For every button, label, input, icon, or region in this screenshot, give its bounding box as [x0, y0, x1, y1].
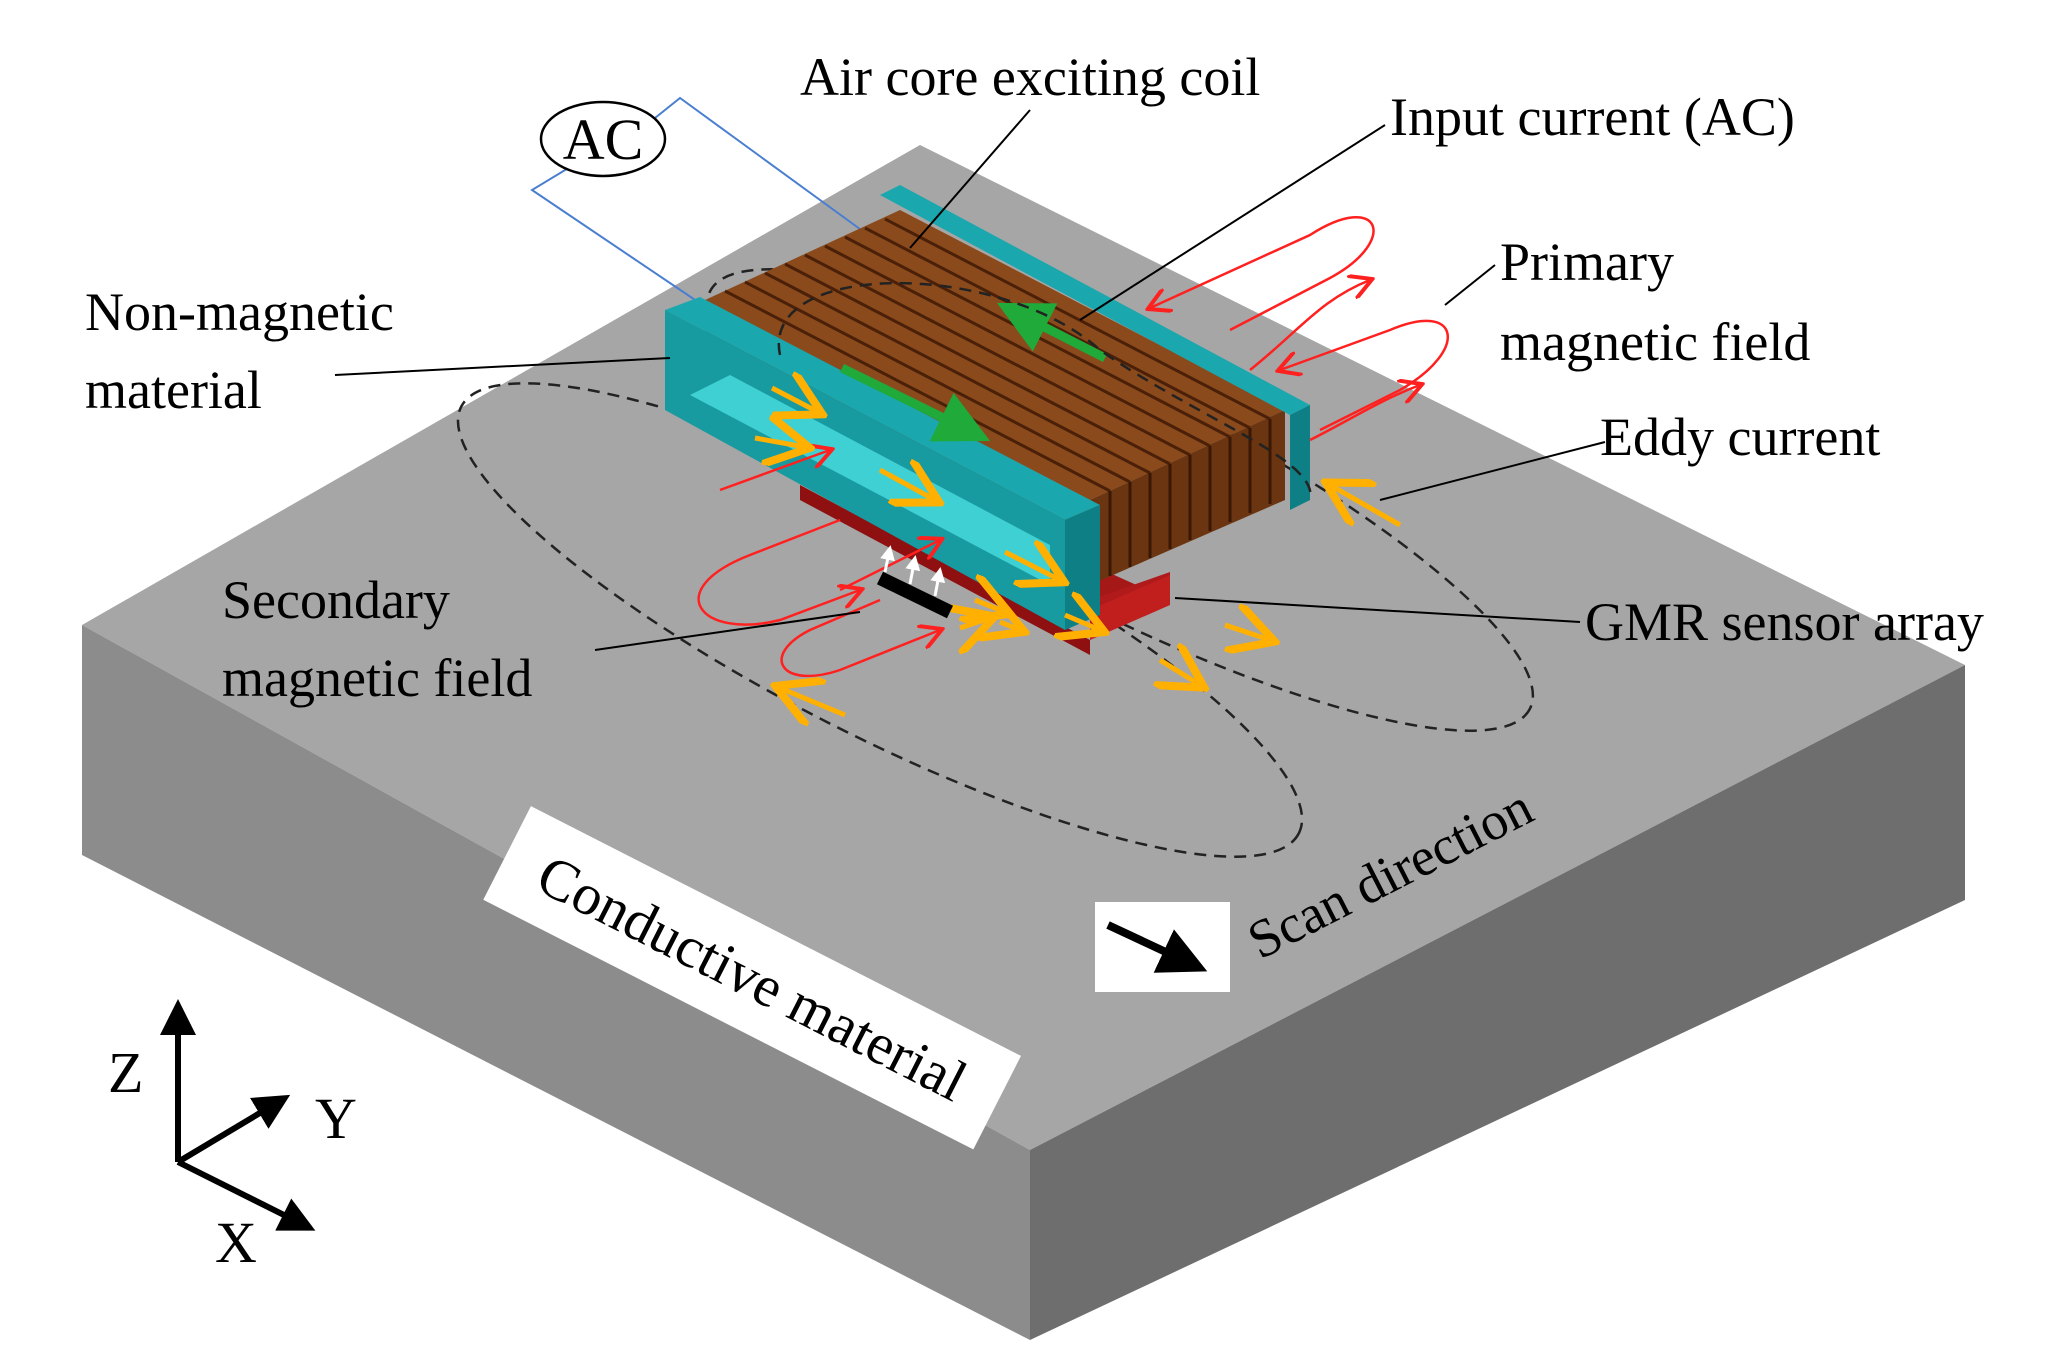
- sensor-field-arrow: [880, 545, 895, 573]
- y-axis-arrow: [176, 1094, 291, 1165]
- eddy-arrow: [1000, 622, 1020, 630]
- label-input-current: Input current (AC): [1390, 87, 1795, 147]
- ac-source-circle: [539, 100, 667, 178]
- ac-source: AC: [530, 96, 876, 311]
- eddy-arrow: [1225, 625, 1270, 640]
- label-non-magnetic-line2: material: [85, 360, 262, 420]
- y-axis-label: Y: [315, 1086, 357, 1151]
- plate-left-face: [82, 625, 1030, 1340]
- conductive-material-box: [483, 806, 1021, 1150]
- eddy-arrow: [1065, 615, 1100, 630]
- eddy-arrow: [1330, 485, 1402, 528]
- x-axis-arrow: [176, 1159, 316, 1231]
- leader-primary-field: [1444, 264, 1496, 306]
- leader-input-current: [1079, 124, 1386, 321]
- scan-direction-arrow-icon: [1106, 921, 1208, 973]
- label-primary-field-line2: magnetic field: [1500, 312, 1810, 372]
- label-secondary-field-line2: magnetic field: [222, 648, 532, 708]
- eddy-arrow: [780, 688, 846, 715]
- eddy-loop-over-coil: [777, 281, 1312, 501]
- secondary-field-loop: [697, 518, 860, 626]
- conductive-plate: [82, 145, 1965, 1340]
- label-gmr-sensor: GMR sensor array: [1585, 592, 1984, 652]
- leader-gmr-sensor: [1174, 597, 1581, 623]
- leader-lines: [334, 109, 1606, 651]
- coil-front-stripes: [1108, 419, 1272, 576]
- scan-direction-indicator: [1095, 902, 1230, 992]
- leader-air-core-coil: [909, 109, 1031, 249]
- front-plate-edge: [1065, 505, 1100, 630]
- eddy-arrow: [878, 470, 935, 500]
- label-eddy-current: Eddy current: [1600, 407, 1880, 467]
- label-secondary-field-line1: Secondary: [222, 570, 450, 630]
- back-plate-front: [1290, 405, 1310, 510]
- leader-eddy-current: [1379, 441, 1606, 501]
- plate-right-face: [1030, 665, 1965, 1340]
- x-axis-label: X: [215, 1210, 257, 1275]
- secondary-field-loop: [839, 540, 940, 592]
- leader-non-magnetic: [334, 357, 671, 376]
- label-air-core-coil: Air core exciting coil: [800, 47, 1260, 107]
- coil-windings: [724, 217, 1271, 493]
- secondary-field-loop: [780, 598, 940, 678]
- primary-field-arrow: [1150, 215, 1375, 332]
- eddy-arrow: [770, 388, 818, 412]
- leader-secondary-field: [594, 611, 861, 651]
- input-current-arrow-back: [996, 302, 1108, 363]
- eddy-arrow: [1160, 660, 1200, 685]
- front-plate-face: [665, 297, 1100, 520]
- back-plate-face: [880, 185, 1310, 415]
- axis-triad: Z Y X: [108, 999, 357, 1275]
- label-non-magnetic-line1: Non-magnetic: [85, 282, 394, 342]
- eddy-arrow: [754, 438, 805, 447]
- plate-top-face: [82, 145, 1965, 1150]
- input-current-arrows: [840, 302, 1108, 442]
- input-current-arrow-front: [840, 363, 991, 442]
- eddy-arrow: [960, 618, 990, 628]
- primary-field-arrow: [1309, 385, 1420, 442]
- eddy-arrow: [1003, 552, 1060, 580]
- sensor-field-arrow: [905, 555, 921, 585]
- sensor-field-arrow: [930, 567, 946, 597]
- coil-front-face: [1090, 410, 1285, 585]
- primary-field-arrow: [1249, 280, 1370, 371]
- label-primary-field-line1: Primary: [1500, 232, 1674, 292]
- eddy-current-arrows: [754, 388, 1402, 715]
- gmr-sensor: [876, 545, 954, 619]
- z-axis-label: Z: [108, 1040, 143, 1105]
- gmr-sensor-bar: [876, 571, 954, 619]
- ac-wire-top: [654, 96, 876, 241]
- ac-source-label: AC: [563, 107, 644, 172]
